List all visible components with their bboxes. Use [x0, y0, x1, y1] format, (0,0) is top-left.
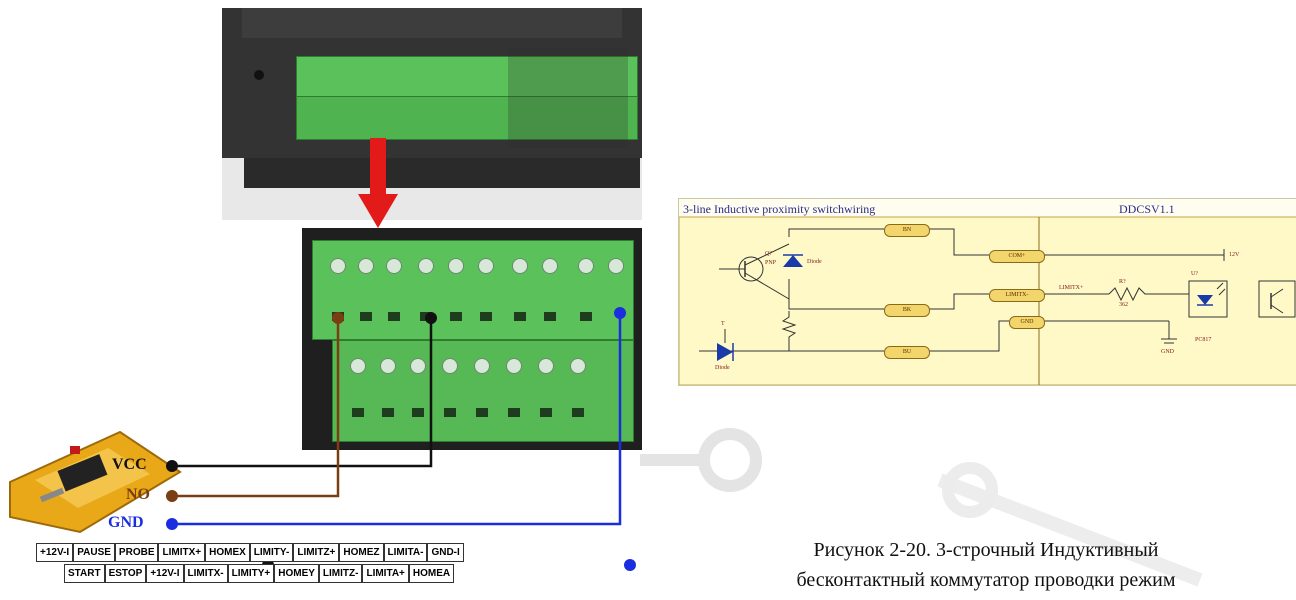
schematic-lines: [679, 216, 1296, 385]
pin-label: LIMITY+: [227, 564, 275, 583]
pin-label: LIMITA-: [383, 543, 428, 562]
label-u: U?: [1191, 271, 1198, 277]
schematic-title-left: 3-line Inductive proximity switchwiring: [683, 202, 876, 216]
pin-label: LIMITZ+: [293, 543, 340, 562]
pin-label: ESTOP: [104, 564, 147, 583]
vcc-label: VCC: [112, 456, 147, 473]
net-bk: BK: [884, 304, 930, 317]
pin-label: HOMEX: [205, 543, 250, 562]
net-limitx: LIMITX-: [989, 289, 1045, 302]
wiring-schematic: 3-line Inductive proximity switchwiring …: [678, 198, 1296, 386]
pin-label: LIMITX-: [183, 564, 228, 583]
pin-label: LIMITA+: [362, 564, 409, 583]
watermark-graphic: [640, 428, 1203, 587]
pin-label: LIMITZ-: [318, 564, 363, 583]
label-gnd-symbol: GND: [1161, 349, 1174, 355]
gnd-label: GND: [108, 514, 144, 531]
caption-line-1: Рисунок 2-20. 3-строчный Индуктивный: [813, 539, 1159, 561]
pin-label: LIMITY-: [249, 543, 294, 562]
terminal-closeup-photo: [302, 228, 642, 450]
label-pc817: PC817: [1195, 337, 1212, 343]
pin-label: LIMITX+: [158, 543, 206, 562]
label-pnp: PNP: [765, 260, 777, 266]
pin-label: GND-I: [427, 543, 464, 562]
pin-row-bottom: START ESTOP +12V-I LIMITX- LIMITY+ HOMEY…: [64, 564, 455, 583]
label-q: Q?: [765, 251, 772, 257]
pin-label: PAUSE: [73, 543, 115, 562]
pin-row-top: +12V-I PAUSE PROBE LIMITX+ HOMEX LIMITY-…: [36, 543, 464, 562]
label-12v: 12V: [1229, 252, 1240, 258]
label-diode-bottom: Diode: [715, 365, 730, 371]
net-com: COM+: [989, 250, 1045, 263]
label-r-value: 362: [1119, 302, 1128, 308]
figure-caption: Рисунок 2-20. 3-строчный Индуктивный бес…: [686, 535, 1286, 595]
pin-label: +12V-I: [146, 564, 184, 583]
pin-label: HOMEY: [274, 564, 319, 583]
net-gnd: GND: [1009, 316, 1045, 329]
pin-label: START: [64, 564, 105, 583]
wiring-lines: [166, 307, 636, 571]
label-r: R?: [1119, 279, 1126, 285]
net-bn: BN: [884, 224, 930, 237]
controller-terminal-photo: [222, 8, 642, 220]
pin-label: HOMEZ: [339, 543, 384, 562]
label-diode-top: Diode: [807, 259, 822, 265]
down-arrow-icon: [358, 138, 398, 228]
schematic-title-right: DDCSV1.1: [1119, 202, 1175, 216]
proximity-sensor-image: [9, 430, 182, 534]
pin-label: +12V-I: [36, 543, 74, 562]
no-label: NO: [126, 486, 150, 503]
label-t: T: [721, 321, 725, 327]
net-bu: BU: [884, 346, 930, 359]
caption-line-2: бесконтактный коммутатор проводки режим: [796, 569, 1176, 591]
pin-label: HOMEA: [408, 564, 455, 583]
pin-label: PROBE: [114, 543, 159, 562]
label-limitx-sig: LIMITX+: [1059, 285, 1084, 291]
